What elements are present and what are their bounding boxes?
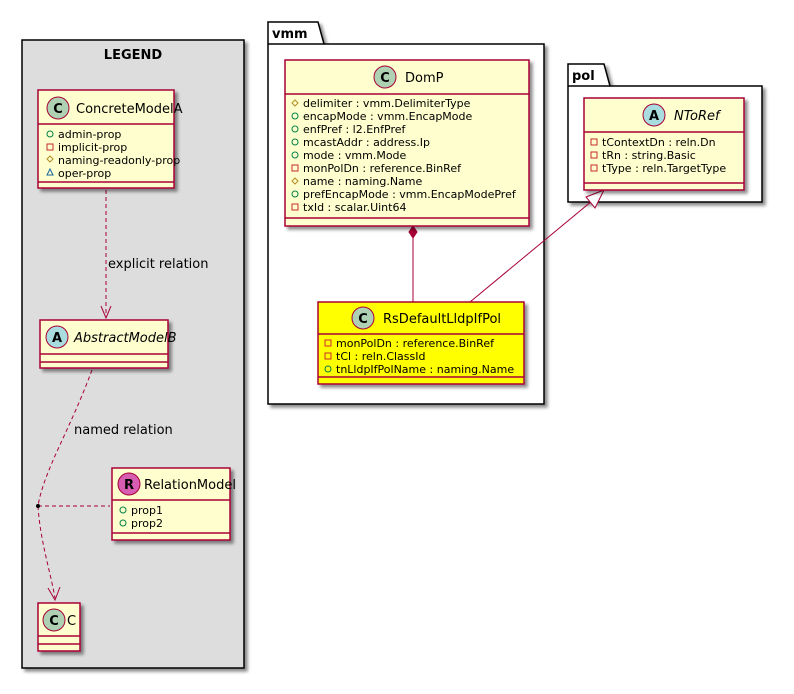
attribute: delimiter : vmm.DelimiterType — [303, 97, 471, 110]
attribute: encapMode : vmm.EncapMode — [303, 110, 473, 123]
class-stereotype-circle — [642, 103, 666, 127]
public-icon — [291, 138, 299, 146]
class-rsdefaultlldpifpol: C RsDefaultLldpIfPol monPolDn : referenc… — [317, 301, 525, 385]
edge-named-relation-2 — [37, 505, 56, 599]
attribute: name : naming.Name — [303, 175, 423, 188]
attribute: txId : scalar.Uint64 — [303, 201, 406, 214]
attribute: monPolDn : reference.BinRef — [336, 337, 495, 350]
private-icon — [590, 138, 598, 146]
attribute: prop2 — [131, 517, 163, 530]
class-c: C C — [37, 602, 81, 652]
attribute: prop1 — [131, 504, 163, 517]
private-icon — [46, 143, 54, 151]
class-domp: C DomP delimiter : vmm.DelimiterType enc… — [284, 59, 530, 227]
class-stereotype-letter: C — [49, 614, 59, 629]
package-pol-title: pol — [572, 69, 595, 84]
package-icon — [46, 167, 54, 176]
class-stereotype-circle — [117, 472, 141, 496]
attribute: tCl : reln.ClassId — [336, 350, 426, 363]
arrowhead-named — [47, 586, 61, 602]
class-concretemodela: C ConcreteModelA admin-prop implicit-pro… — [37, 89, 183, 189]
protected-icon — [291, 177, 299, 185]
class-name-rsdefaultlldpifpol: RsDefaultLldpIfPol — [383, 312, 501, 327]
composition-diamond — [408, 225, 418, 239]
class-name-domp: DomP — [405, 71, 444, 86]
class-stereotype-letter: A — [649, 109, 659, 124]
class-stereotype-letter: A — [52, 331, 62, 346]
class-name-abstractmodelb: AbstractModelB — [73, 331, 177, 346]
class-abstractmodelb: A AbstractModelB — [39, 319, 177, 369]
attribute: tContextDn : reln.Dn — [602, 136, 716, 149]
attribute: monPolDn : reference.BinRef — [303, 162, 462, 175]
attribute: prefEncapMode : vmm.EncapModePref — [303, 188, 517, 201]
public-icon — [46, 130, 54, 138]
attribute: naming-readonly-prop — [58, 154, 180, 167]
attribute: tType : reln.TargetType — [602, 162, 726, 175]
class-stereotype-circle — [351, 306, 375, 330]
private-icon — [590, 164, 598, 172]
public-icon — [291, 151, 299, 159]
class-stereotype-circle — [42, 608, 66, 632]
class-stereotype-letter: C — [358, 312, 368, 327]
package-vmm-title: vmm — [272, 27, 308, 42]
attribute: tRn : string.Basic — [602, 149, 696, 162]
legend-title: LEGEND — [104, 48, 163, 63]
class-name-concretemodela: ConcreteModelA — [76, 102, 183, 117]
attribute: oper-prop — [58, 167, 111, 180]
edge-generalization — [469, 195, 599, 303]
class-stereotype-circle — [373, 65, 397, 89]
arrowhead-explicit — [100, 305, 112, 320]
private-icon — [324, 339, 332, 347]
junction-dot — [36, 504, 40, 508]
class-stereotype-letter: C — [53, 102, 63, 117]
public-icon — [324, 365, 332, 373]
protected-icon — [291, 99, 299, 107]
attribute: mode : vmm.Mode — [303, 149, 407, 162]
label-named-relation: named relation — [74, 423, 173, 438]
attribute: mcastAddr : address.Ip — [303, 136, 430, 149]
class-name-relationmodel: RelationModel — [144, 478, 236, 493]
edge-named-relation — [37, 369, 93, 507]
class-relationmodel: R RelationModel prop1 prop2 — [111, 467, 236, 541]
public-icon — [119, 519, 127, 527]
private-icon — [324, 352, 332, 360]
public-icon — [119, 506, 127, 514]
private-icon — [590, 151, 598, 159]
attribute: enfPref : l2.EnfPref — [303, 123, 407, 136]
protected-icon — [46, 155, 54, 163]
class-stereotype-circle — [46, 96, 70, 120]
public-icon — [291, 190, 299, 198]
generalization-triangle — [585, 189, 606, 209]
public-icon — [291, 125, 299, 133]
class-name-c: C — [67, 614, 76, 629]
class-ntoref: A NToRef tContextDn : reln.Dn tRn : stri… — [583, 97, 745, 191]
label-explicit-relation: explicit relation — [108, 257, 208, 272]
attribute: tnLldpIfPolName : naming.Name — [336, 363, 514, 376]
class-name-ntoref: NToRef — [674, 109, 722, 124]
private-icon — [291, 203, 299, 211]
attribute: admin-prop — [58, 128, 121, 141]
class-stereotype-letter: R — [124, 478, 134, 493]
private-icon — [291, 164, 299, 172]
class-stereotype-circle — [45, 325, 69, 349]
public-icon — [291, 112, 299, 120]
attribute: implicit-prop — [58, 141, 127, 154]
class-stereotype-letter: C — [380, 71, 390, 86]
